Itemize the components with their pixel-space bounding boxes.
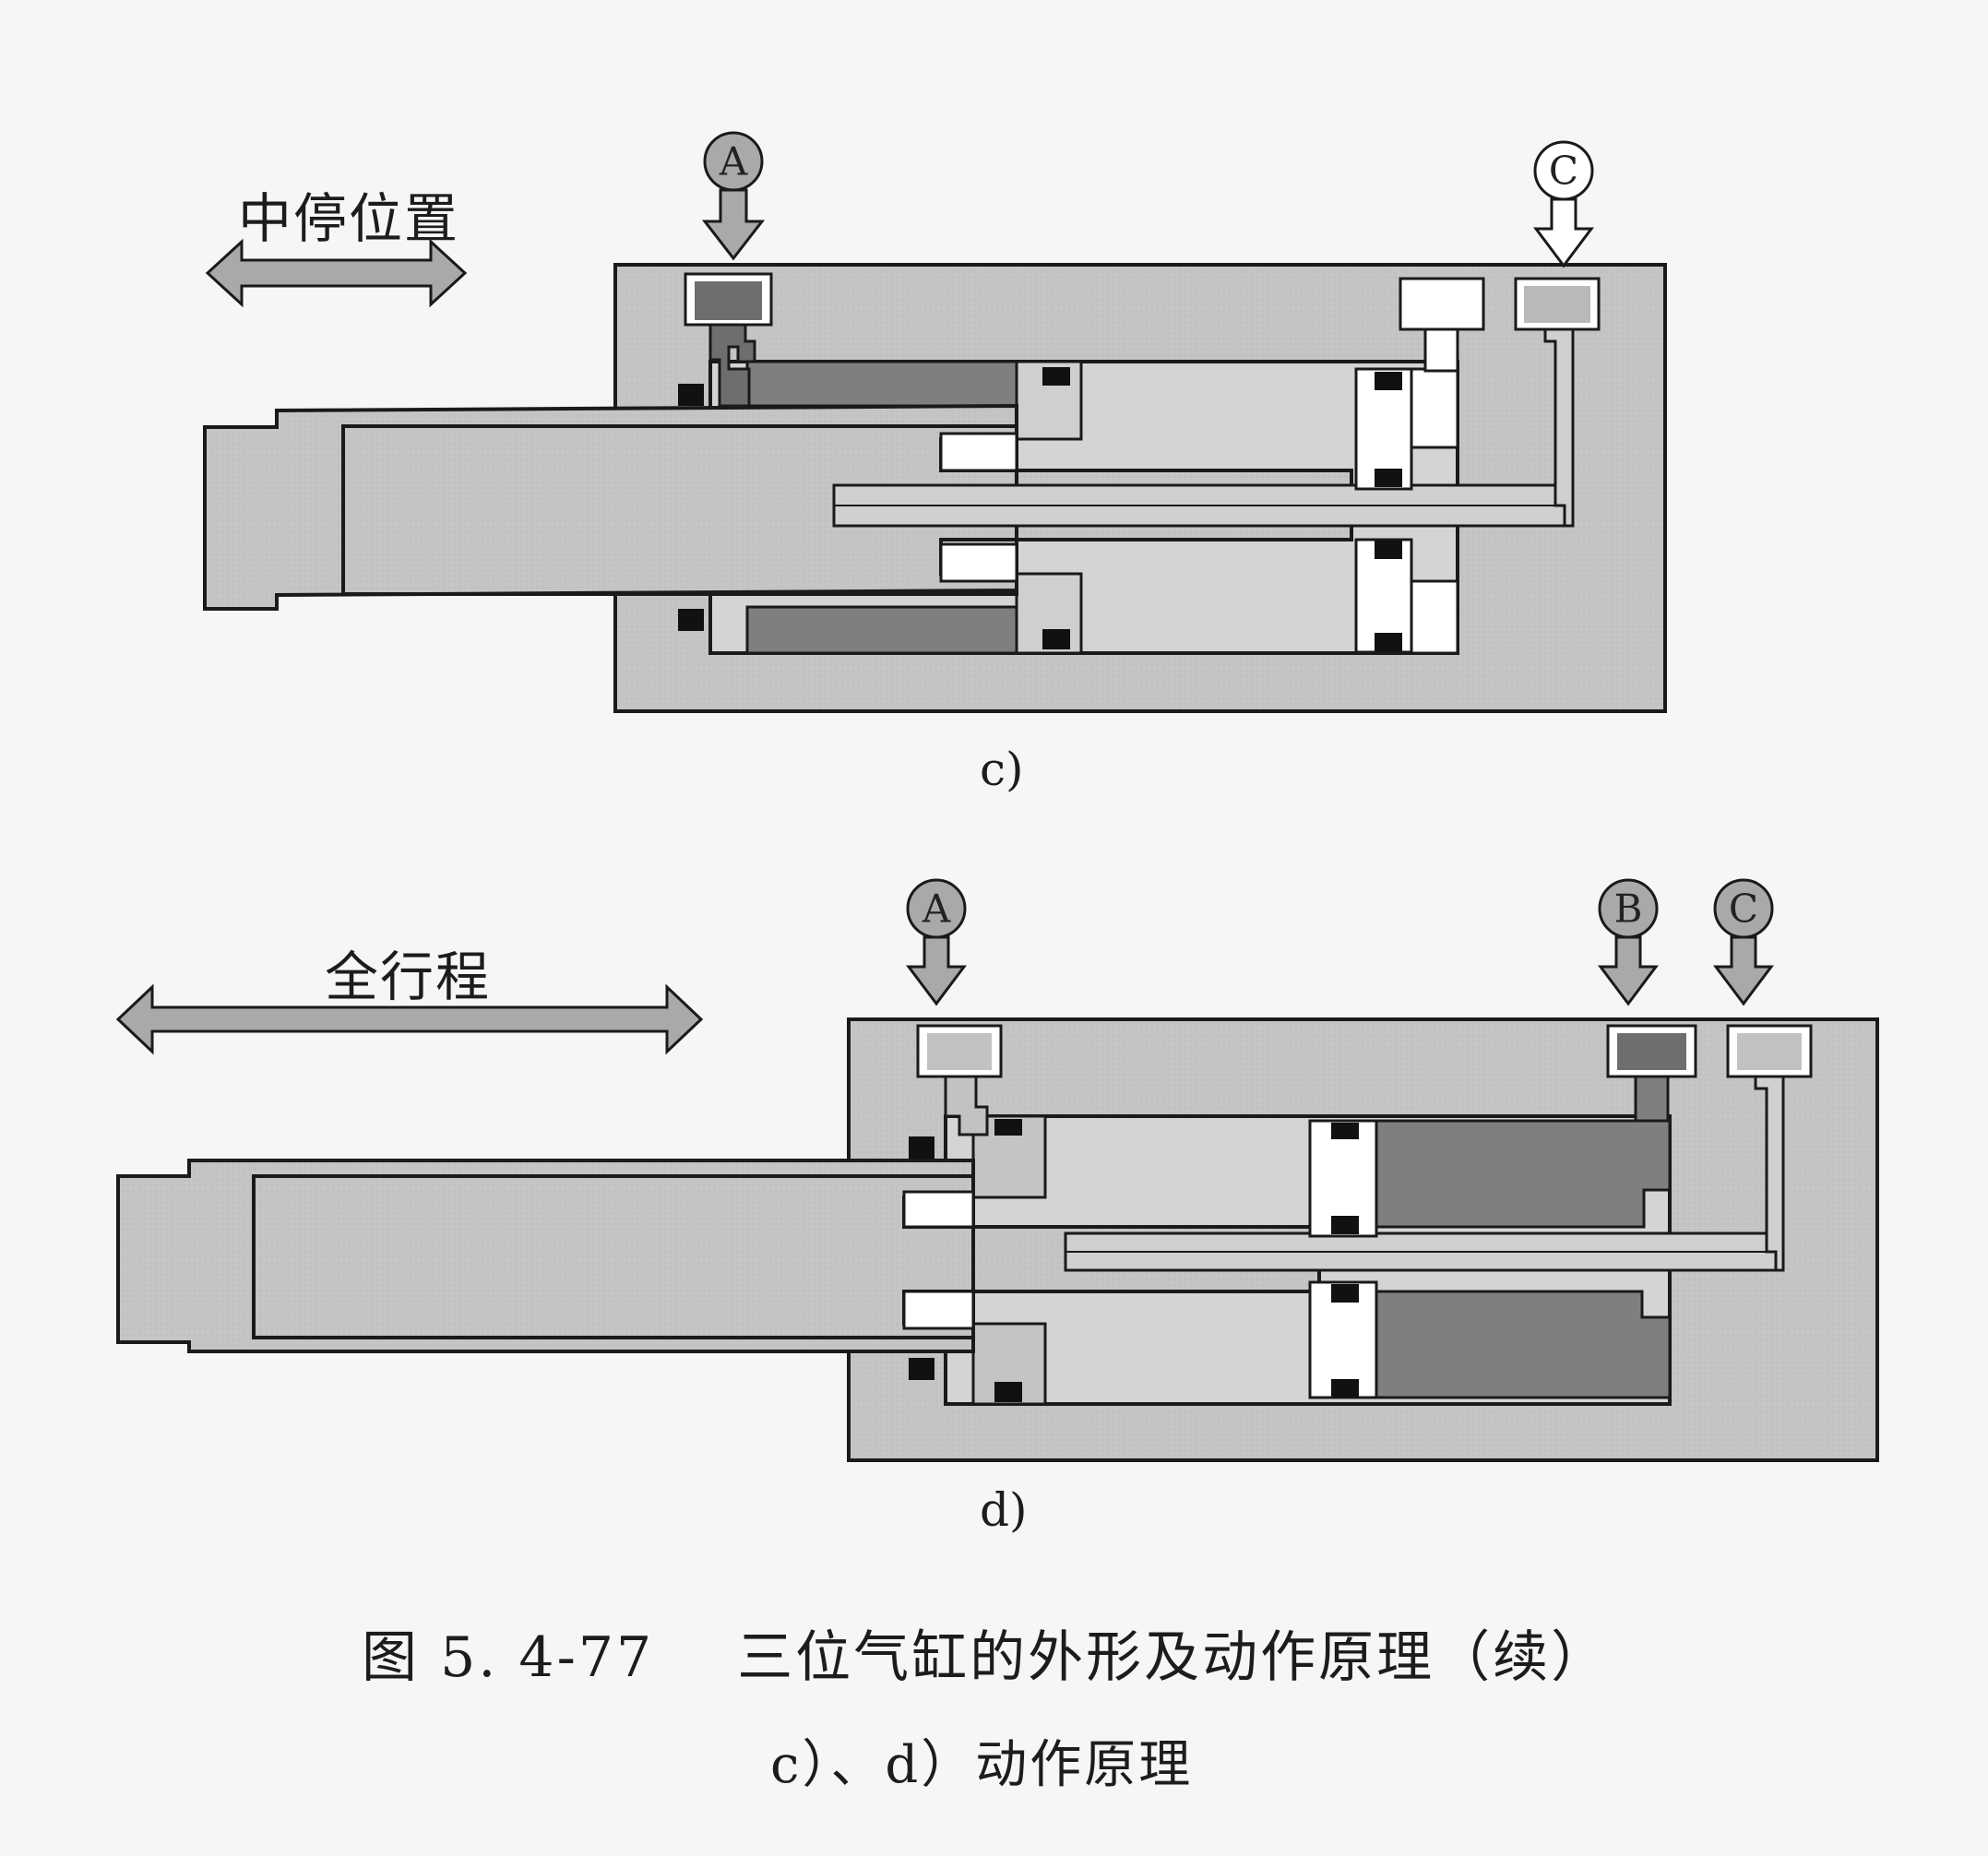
panel-d-port-c-fitting [1726,1024,1813,1272]
figure-number: 图 5. 4-77 [362,1625,655,1690]
panel-d-port-b-marker: B [1598,878,1659,1006]
panel-c-port-c-letter: C [1549,149,1578,194]
panel-d-rod-white-bottom [902,1290,975,1330]
panel-d-port-b-fitting [1606,1024,1697,1123]
panel-c-port-c-fitting [1514,277,1601,528]
panel-c-piston-cap-top [1410,367,1459,449]
panel-d-label: d) [980,1483,1028,1537]
panel-d-rear-chamber-top [1375,1119,1672,1229]
panel-c-rod-white-bottom [939,542,1018,583]
panel-c-port-a-fitting [684,272,773,408]
panel-c-rod-white-top [939,432,1018,472]
panel-c-seals [678,367,1402,651]
panel-c-front-chamber-top [745,360,1018,408]
figure-subcaption: c）、d）动作原理 [770,1735,1194,1795]
panel-d-rod-inner [252,1174,975,1339]
panel-d-port-a-marker: A [906,878,967,1006]
panel-c-port-b-fitting [1399,277,1485,373]
panel-c-piston-cap-bottom [1410,579,1459,655]
panel-c-motion-label: 中停位置 [238,187,460,250]
panel-d-port-a-fitting [916,1024,1003,1136]
panel-d-motion-label: 全行程 [325,946,492,1008]
panel-c-port-c-marker: C [1533,140,1594,268]
panel-d-port-c-marker: C [1713,878,1774,1006]
panel-d-port-c-letter: C [1729,886,1758,932]
panel-d-seals [909,1119,1359,1402]
panel-c-motion-arrow [205,238,468,308]
panel-d-port-b-letter: B [1614,886,1643,932]
panel-c-front-chamber-bottom [745,605,1018,655]
panel-d-rear-chamber-bottom [1375,1290,1672,1399]
figure-title: 三位气缸的外形及动作原理（续） [737,1625,1610,1690]
panel-c-front-piston-top [1015,360,1083,441]
panel-d-rod-white-top [902,1190,975,1229]
panel-c-label: c) [980,743,1024,796]
panel-d-drawing: A B C [115,878,1879,1462]
panel-c-port-a-letter: A [719,139,748,184]
panel-c-port-a-marker: A [701,131,766,261]
panel-c-drawing: A C [203,131,1667,713]
panel-d-port-a-letter: A [922,886,951,932]
figure-caption: 图 5. 4-77 三位气缸的外形及动作原理（续） [362,1612,1609,1693]
panel-d-motion-arrow [115,983,704,1055]
